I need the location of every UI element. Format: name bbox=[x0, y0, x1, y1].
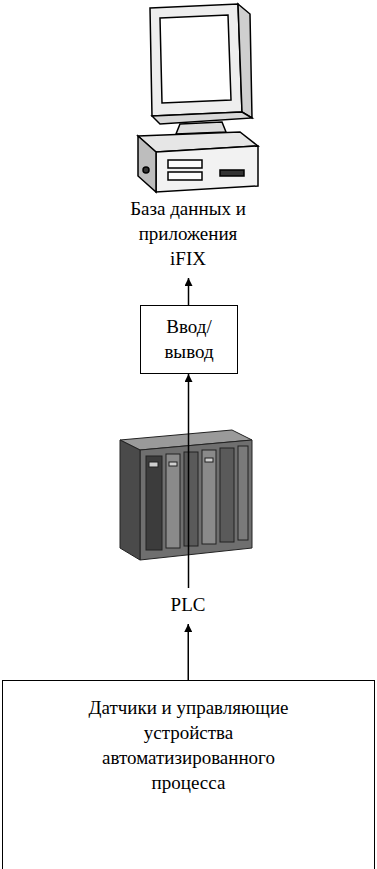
arrow-connector bbox=[188, 624, 190, 680]
arrow-connector bbox=[188, 278, 190, 305]
node-text: База данных и приложения iFIX bbox=[122, 196, 254, 271]
plc-node: PLC bbox=[118, 588, 258, 624]
node-text: Ввод/ вывод bbox=[149, 314, 229, 364]
node-text: Датчики и управляющие устройства автомат… bbox=[64, 695, 314, 795]
plc-icon bbox=[120, 430, 252, 560]
arrow-connector bbox=[188, 374, 190, 588]
computer-icon bbox=[138, 4, 258, 192]
node-text: PLC bbox=[122, 592, 254, 617]
computer-node: База данных и приложения iFIX bbox=[118, 192, 258, 278]
process-box: Датчики и управляющие устройства автомат… bbox=[2, 680, 375, 869]
process-box: Ввод/ вывод bbox=[140, 305, 238, 374]
